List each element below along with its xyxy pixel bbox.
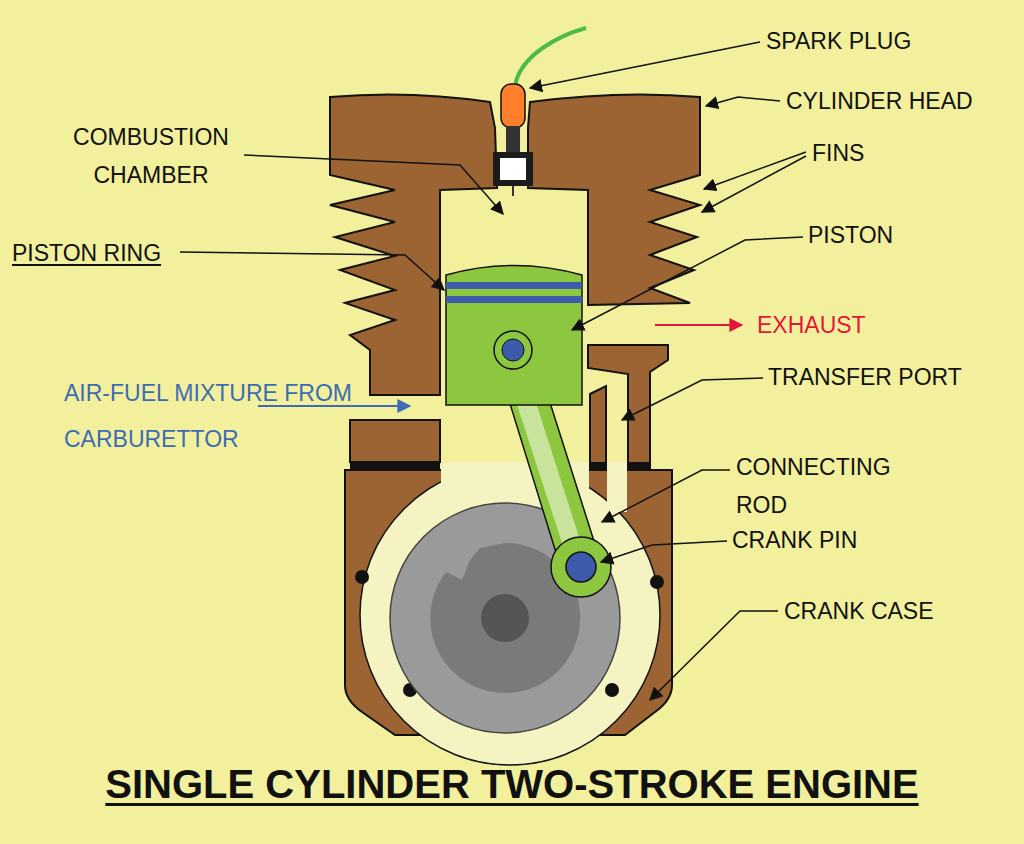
part-label: EXHAUST (757, 312, 866, 338)
part-label: SPARK PLUG (766, 28, 911, 54)
bolt-hole (605, 683, 619, 697)
piston-pin (502, 339, 524, 361)
crank-pin (566, 552, 596, 582)
bolt-hole (355, 570, 369, 584)
exhaust-arrow (655, 324, 742, 326)
part-label: CYLINDER HEAD (786, 88, 973, 114)
part-label: AIR-FUEL MIXTURE FROM CARBURETTOR (64, 370, 354, 462)
leader-lines (180, 42, 806, 700)
transfer-wall-outer (588, 345, 668, 470)
crank-web (390, 503, 620, 733)
diagram-title: SINGLE CYLINDER TWO-STROKE ENGINE (0, 762, 1024, 807)
gasket (628, 462, 650, 471)
bolt-hole (650, 575, 664, 589)
piston-pin (494, 331, 532, 369)
big-end (551, 537, 611, 597)
part-label: TRANSFER PORT (768, 364, 962, 390)
part-label: CRANK PIN (732, 527, 857, 553)
crank-shaft (481, 594, 529, 642)
plug-body (500, 158, 526, 180)
gasket (350, 462, 440, 471)
ignition-wire (515, 28, 586, 86)
part-label: CONNECTING ROD (736, 448, 916, 524)
part-label: PISTON RING (12, 240, 161, 266)
piston-ring (446, 282, 582, 289)
plug-stem (506, 126, 520, 154)
gasket (590, 462, 606, 471)
piston (446, 266, 582, 406)
part-label: PISTON (808, 222, 893, 248)
intake-wall (350, 420, 440, 462)
piston-ring (446, 296, 582, 303)
part-label: FINS (812, 140, 864, 166)
transfer-wall-inner (590, 386, 606, 470)
part-label: CRANK CASE (784, 598, 934, 624)
plug-insulator (501, 84, 525, 128)
plug-body (493, 152, 533, 186)
part-label: COMBUSTION CHAMBER (46, 118, 256, 194)
